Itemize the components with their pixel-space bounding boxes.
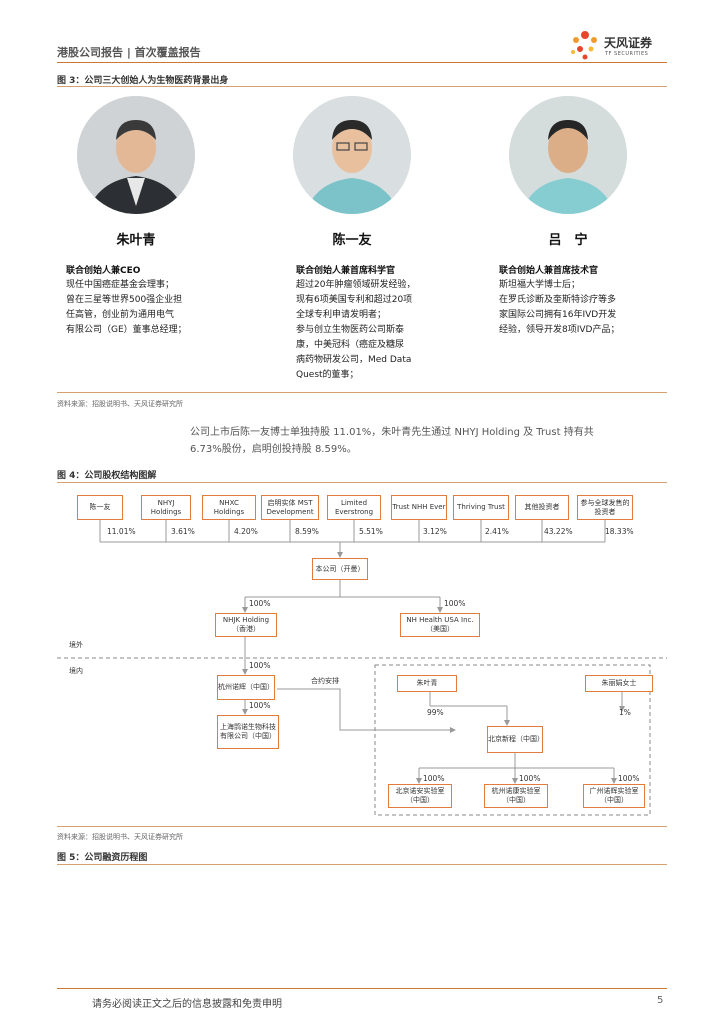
company-logo (567, 28, 667, 62)
figure4-rule (57, 482, 667, 483)
holding-pct: 100% (618, 774, 640, 783)
founder-photo-zhu (77, 96, 195, 214)
holding-pct: 99% (427, 708, 444, 717)
founder-name: 朱叶青 (116, 233, 156, 248)
founder-role: 联合创始人兼CEO (66, 266, 141, 276)
founder-desc-lv: 斯坦福大学博士后； 在罗氏诊断及奎斯特诊疗等多 家国际公司拥有16年IVD开发 … (499, 280, 620, 335)
figure3-title: 图 3：公司三大创始人为生物医药背景出身 (57, 76, 229, 86)
figure3-bottom-rule (57, 392, 667, 393)
founder-photo-lv (509, 96, 627, 214)
shareholder-box-zhu: 朱叶青 (397, 675, 457, 692)
figure4-title: 图 4：公司股权结构图解 (57, 471, 157, 481)
logo-icon (571, 31, 597, 60)
logo-name: 天风证券 (604, 36, 653, 50)
shareholding-pct: 11.01% (107, 527, 136, 536)
offshore-label: 境外 (69, 641, 83, 649)
founder-role: 联合创始人兼首席技术官 (499, 266, 599, 276)
figure5-title: 图 5：公司融资历程图 (57, 853, 148, 863)
shareholder-box: Trust NHH Ever (391, 495, 447, 520)
shareholder-box: NHYJ Holdings (141, 495, 191, 520)
shareholding-pct: 18.33% (605, 527, 634, 536)
vie-entity-beijing: 北京新程（中国） (487, 726, 544, 753)
holding-pct: 100% (249, 599, 271, 608)
shareholding-pct: 3.61% (171, 527, 195, 536)
figure4-source: 资料来源：招股说明书、天风证券研究所 (57, 833, 183, 841)
header-divider (57, 62, 667, 63)
footer-divider (57, 988, 667, 989)
equity-structure-diagram: 陈一友 NHYJ Holdings NHXC Holdings 启明实体 MST… (57, 485, 667, 825)
report-header: 港股公司报告 | 首次覆盖报告 (57, 46, 201, 59)
diagram-lines (57, 520, 667, 816)
shareholder-box: Thriving Trust (453, 495, 509, 520)
shareholder-box: 启明实体 MST Development (261, 495, 319, 520)
figure3-rule (57, 86, 667, 87)
founder-photo-chen (293, 96, 411, 214)
founder-desc-zhu: 现任中国癌症基金会理事； 曾在三星等世界500强企业担 任高管，创业前为通用电气… (66, 280, 187, 335)
page-number: 5 (657, 995, 664, 1006)
subsidiary-box-shanghai: 上海鹍诺生物科技有限公司（中国） (217, 715, 279, 749)
holding-pct: 100% (444, 599, 466, 608)
shareholding-pct: 5.51% (359, 527, 383, 536)
figure5-rule (57, 864, 667, 865)
holding-pct: 100% (249, 701, 271, 710)
shareholder-box-zhu-lijuan: 朱丽娟女士 (585, 675, 653, 692)
shareholder-box: 参与全球发售的投资者 (577, 495, 633, 520)
subsidiary-box-nh-usa: NH Health USA Inc.（美国） (400, 613, 480, 637)
founder-name: 陈一友 (332, 233, 372, 248)
holding-pct: 1% (619, 708, 631, 717)
lab-box: 北京诺安实验室（中国） (388, 784, 452, 808)
founder-role: 联合创始人兼首席科学官 (296, 266, 396, 276)
holding-pct: 100% (519, 774, 541, 783)
shareholding-pct: 43.22% (544, 527, 573, 536)
subsidiary-box-nhjk: NHJK Holding（香港） (215, 613, 277, 637)
lab-box: 广州诺辉实验室（中国） (583, 784, 645, 808)
shareholding-pct: 2.41% (485, 527, 509, 536)
holding-pct: 100% (249, 661, 271, 670)
lab-box: 杭州诺康实验室（中国） (484, 784, 548, 808)
footer-disclaimer: 请务必阅读正文之后的信息披露和免责申明 (92, 999, 282, 1010)
holding-pct: 100% (423, 774, 445, 783)
shareholder-box: 陈一友 (77, 495, 123, 520)
logo-subtitle: TF SECURITIES (605, 51, 649, 57)
subsidiary-box-hangzhou: 杭州诺辉（中国） (217, 675, 275, 700)
shareholding-pct: 4.20% (234, 527, 258, 536)
shareholding-pct: 3.12% (423, 527, 447, 536)
shareholder-box: NHXC Holdings (202, 495, 256, 520)
contract-label: 合约安排 (311, 677, 339, 685)
shareholder-box: 其他投资者 (515, 495, 569, 520)
company-box: 本公司（开曼） (312, 558, 368, 580)
figure4-bottom-rule (57, 826, 667, 827)
figure3-source: 资料来源：招股说明书、天风证券研究所 (57, 400, 183, 408)
shareholder-box: Limited Everstrong (327, 495, 381, 520)
founder-name: 吕 宁 (548, 233, 588, 248)
body-paragraph: 公司上市后陈一友博士单独持股 11.01%，朱叶青先生通过 NHYJ Holdi… (190, 427, 594, 455)
shareholding-pct: 8.59% (295, 527, 319, 536)
founder-desc-chen: 超过20年肿瘤领域研发经验， 现有6项美国专利和超过20项 全球专利申请发明者；… (296, 280, 416, 380)
onshore-label: 境内 (69, 667, 83, 675)
